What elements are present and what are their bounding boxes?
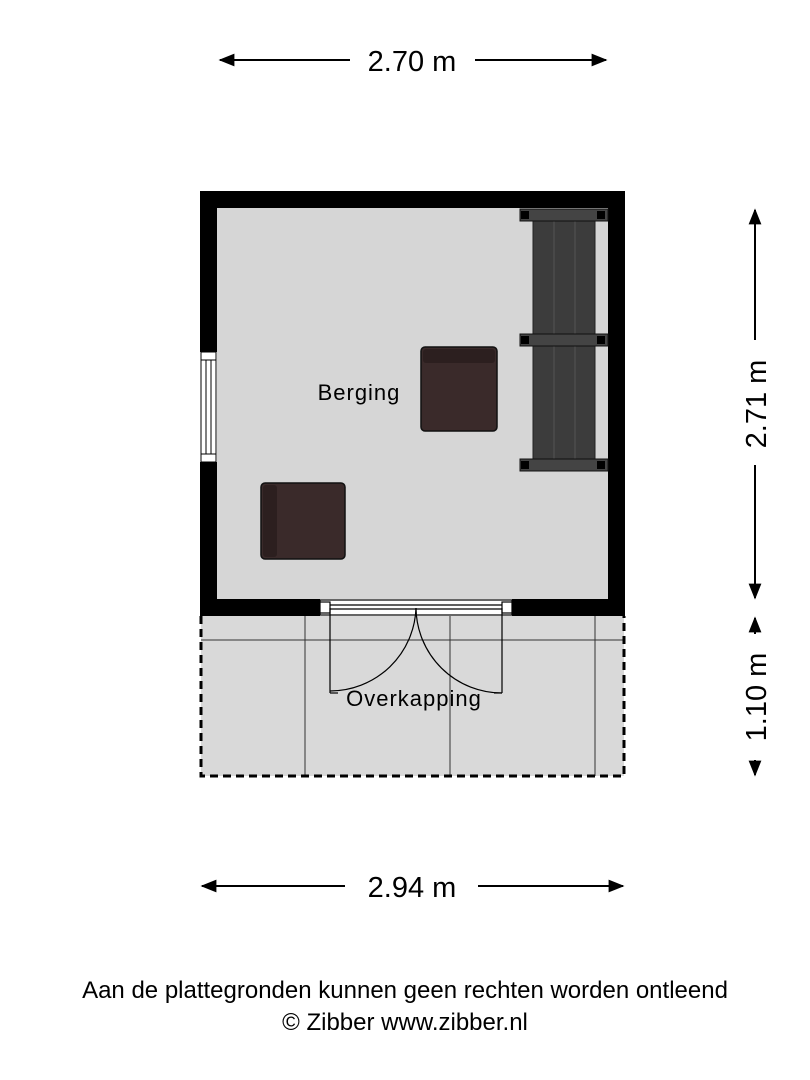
dimension-right-canopy-label: 1.10 m [741,653,773,742]
dimension-right-canopy: 1.10 m [741,616,773,777]
credit-text: © Zibber www.zibber.nl [282,1009,528,1036]
dimension-right-room: 2.71 m [741,208,773,600]
dimension-bottom: 2.94 m [200,872,625,904]
disclaimer-text: Aan de plattegronden kunnen geen rechten… [82,977,728,1004]
canopy-area [199,616,626,778]
dimension-right-room-label: 2.71 m [741,360,773,449]
dimension-bottom-label: 2.94 m [368,872,457,904]
armchair [420,346,498,432]
room-label-storage: Berging [318,380,401,405]
room-label-canopy: Overkapping [346,686,482,711]
window [200,351,217,463]
dimension-top-label: 2.70 m [368,46,457,78]
walls [200,191,625,616]
bench [519,208,609,472]
armchair [260,482,346,560]
double-door [319,599,513,694]
dimension-top: 2.70 m [218,46,608,78]
